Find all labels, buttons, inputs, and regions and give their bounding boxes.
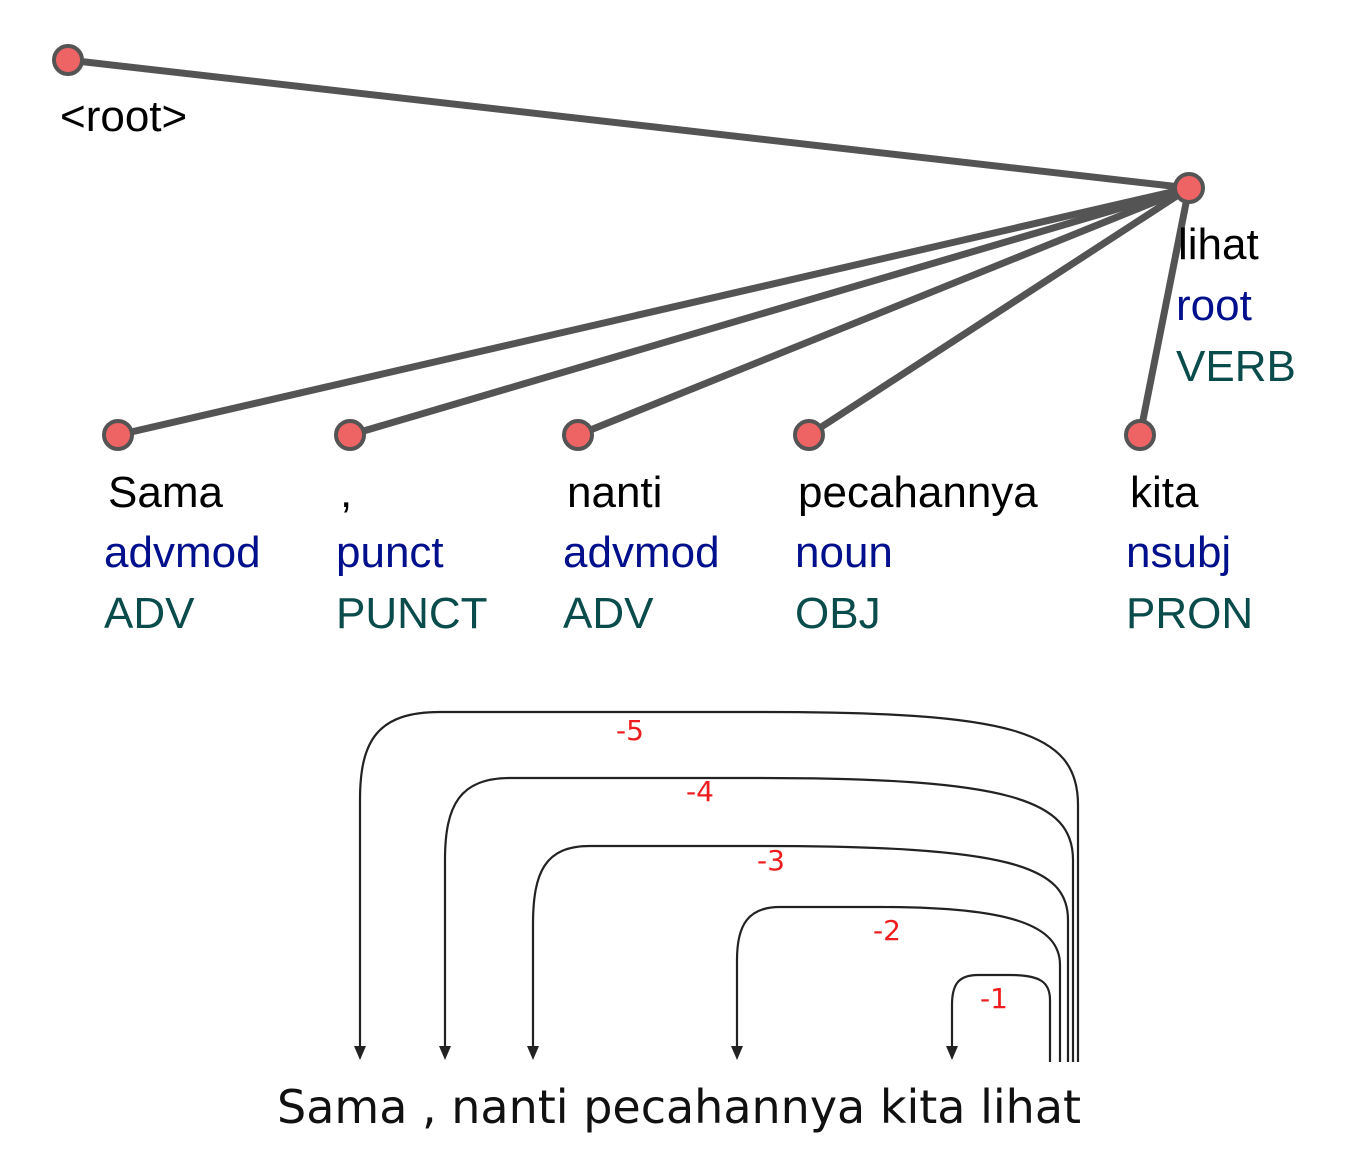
arrowhead-2 (439, 1046, 451, 1060)
dep-node-1 (102, 419, 134, 451)
dependency-tree: <root> lihat root VERB Sama advmod ADV ,… (52, 44, 1296, 638)
arc-label-2: -4 (686, 775, 714, 808)
edge-head-to-dep-4 (805, 184, 1193, 439)
arc-4 (735, 905, 1062, 1062)
dep-node-2 (334, 419, 366, 451)
dep-word-4: pecahannya (798, 468, 1038, 517)
edge-head-to-dep-5 (1136, 184, 1193, 439)
arc-label-4: -2 (873, 914, 901, 947)
edge-head-to-dep-2 (346, 184, 1193, 439)
dep-word-2: , (340, 468, 352, 517)
tree-labels: <root> lihat root VERB Sama advmod ADV ,… (60, 92, 1296, 638)
dep-deprel-1: advmod (104, 528, 261, 577)
arc-labels: -5 -4 -3 -2 -1 (616, 714, 1008, 1015)
dep-upos-1: ADV (104, 589, 195, 638)
arc-label-3: -3 (757, 844, 785, 877)
dep-node-5 (1124, 419, 1156, 451)
arc-1 (358, 710, 1080, 1062)
dep-upos-5: PRON (1126, 589, 1253, 638)
arcs (358, 710, 1080, 1062)
sentence-text: Sama , nanti pecahannya kita lihat (277, 1080, 1081, 1134)
arrowhead-4 (731, 1046, 743, 1060)
dep-deprel-4: noun (795, 528, 893, 577)
dep-word-5: kita (1130, 468, 1199, 517)
edge-root-to-head (64, 56, 1193, 192)
tree-edges (64, 56, 1193, 439)
head-deprel: root (1176, 281, 1252, 330)
dep-upos-4: OBJ (795, 589, 881, 638)
head-node (1173, 172, 1205, 204)
dep-word-1: Sama (108, 468, 223, 517)
head-upos: VERB (1176, 342, 1296, 391)
root-label: <root> (60, 92, 187, 141)
dep-deprel-2: punct (336, 528, 444, 577)
arc-5 (950, 973, 1052, 1062)
dep-node-4 (793, 419, 825, 451)
arc-label-5: -1 (980, 982, 1008, 1015)
dep-word-3: nanti (567, 468, 662, 517)
edge-head-to-dep-1 (114, 184, 1193, 439)
dep-upos-2: PUNCT (336, 589, 488, 638)
arrowheads (354, 1046, 958, 1060)
edge-head-to-dep-3 (574, 184, 1193, 439)
dep-upos-3: ADV (563, 589, 654, 638)
arrowhead-5 (946, 1046, 958, 1060)
arc-label-1: -5 (616, 714, 644, 747)
root-node (52, 44, 84, 76)
head-word: lihat (1178, 220, 1259, 269)
dep-node-3 (562, 419, 594, 451)
arc-2 (443, 776, 1075, 1062)
arc-diagram: -5 -4 -3 -2 -1 Sama , nanti pecahannya k… (277, 710, 1081, 1134)
arrowhead-3 (527, 1046, 539, 1060)
arrowhead-1 (354, 1046, 366, 1060)
dep-deprel-5: nsubj (1126, 528, 1231, 577)
dep-deprel-3: advmod (563, 528, 720, 577)
tree-nodes (52, 44, 1205, 451)
arc-3 (531, 844, 1070, 1062)
